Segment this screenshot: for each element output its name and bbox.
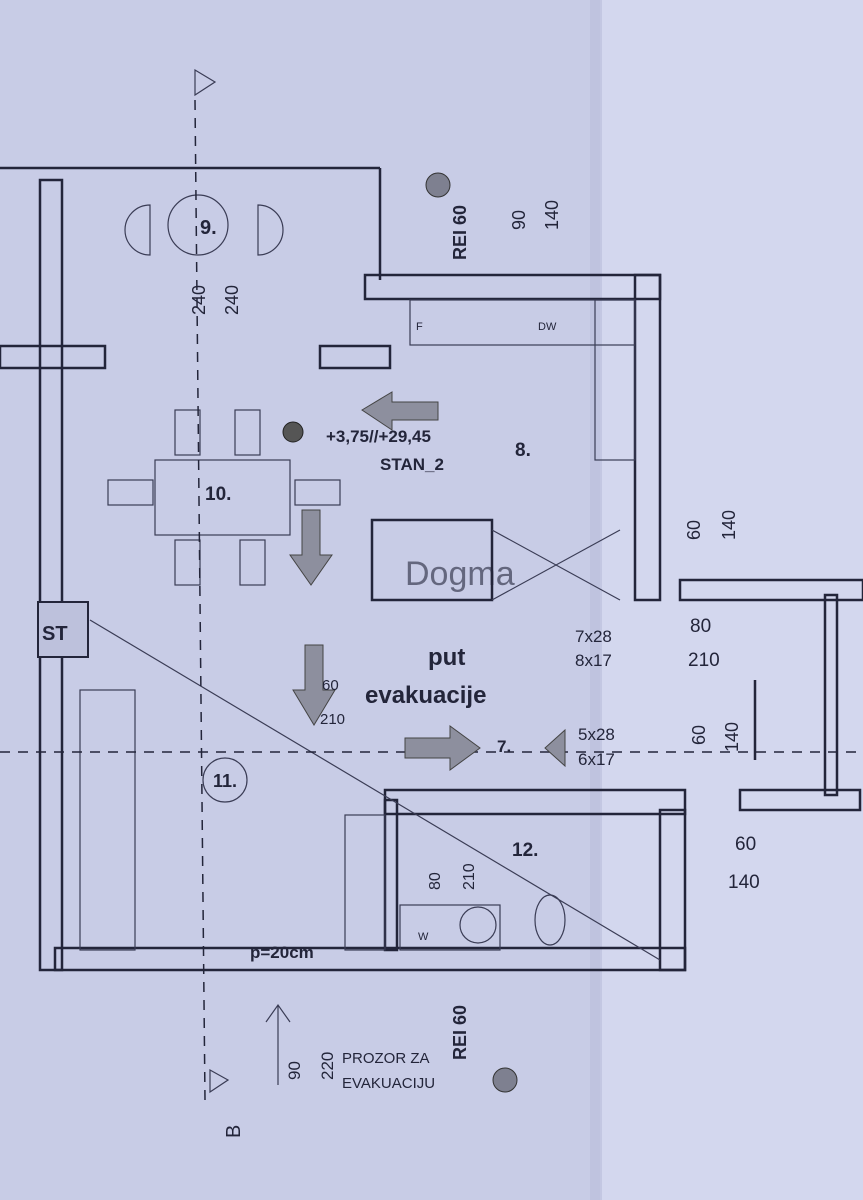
dim-60-right: 60 [735,834,756,855]
dim-90-bottom: 90 [285,1061,304,1080]
evacuation-arrow-down-icon-2 [292,644,336,726]
dining-table [107,409,341,586]
dim-80-bath: 80 [427,872,444,890]
fire-rating-bottom: REI 60 [450,1005,470,1060]
evacuation-arrow-right-icon [404,725,481,771]
dim-140-kitchen: 140 [719,510,739,540]
stair-arrow-icon [544,728,566,768]
room-12-label: 12. [512,840,538,861]
balcony-furniture [124,194,284,256]
paper-shadow [590,0,602,1200]
section-marker-top-icon [194,68,217,97]
dim-240-a: 240 [189,285,209,315]
window-arrow-icon [265,1003,291,1085]
dim-210-entry: 210 [688,650,720,671]
evacuation-label-line1: put [428,644,465,671]
evacuation-arrow-left-icon [361,391,439,431]
dishwasher-label: DW [538,321,557,333]
section-marker-label: B [223,1125,245,1138]
level-marker-icon [282,421,304,443]
stair-upper-risers: 8x17 [575,651,612,670]
dim-220-bottom: 220 [318,1052,337,1080]
stair-lower-treads: 5x28 [578,725,615,744]
window-note-line1: PROZOR ZA [342,1050,430,1067]
dim-80-entry: 80 [690,616,711,637]
fire-marker-bottom-icon [492,1067,518,1093]
evacuation-label-line2: evakuacije [365,682,486,709]
dim-60-hall: 60 [689,725,709,745]
dim-60-living-door: 60 [322,677,339,694]
section-marker-bottom-icon [209,1068,230,1094]
room-8-label: 8. [515,440,531,461]
watermark: Dogma [405,555,515,593]
floor-note: p=20cm [250,943,314,962]
room-11-circle [202,757,248,803]
stair-upper-treads: 7x28 [575,627,612,646]
dim-210-bath: 210 [461,863,478,890]
elevation-label: +3,75//+29,45 [326,427,431,446]
dim-140-right: 140 [728,872,760,893]
room-10-label: 10. [205,484,231,505]
stair-symbol-label: ST [42,623,68,645]
washer-label: W [418,931,429,943]
room-9-label: 9. [200,217,217,239]
dim-210-living-door: 210 [320,711,345,728]
walls [0,166,863,972]
evacuation-arrow-down-icon [289,509,333,586]
section-line-vertical [194,99,206,1101]
dim-140-hall: 140 [722,722,742,752]
fire-rating-top: REI 60 [450,205,470,260]
dim-240-b: 240 [222,285,242,315]
room-7-label: 7. [497,737,511,756]
room-11-label: 11. [213,771,237,791]
dim-140-top: 140 [542,200,562,230]
window-note-line2: EVAKUACIJU [342,1075,435,1092]
fire-marker-top-icon [425,172,451,198]
stair-symbol-box [37,601,89,658]
dim-90-top: 90 [509,210,529,230]
dim-60-kitchen: 60 [684,520,704,540]
fridge-label: F [416,321,423,333]
stair-lower-risers: 6x17 [578,750,615,769]
unit-name: STAN_2 [380,455,444,474]
